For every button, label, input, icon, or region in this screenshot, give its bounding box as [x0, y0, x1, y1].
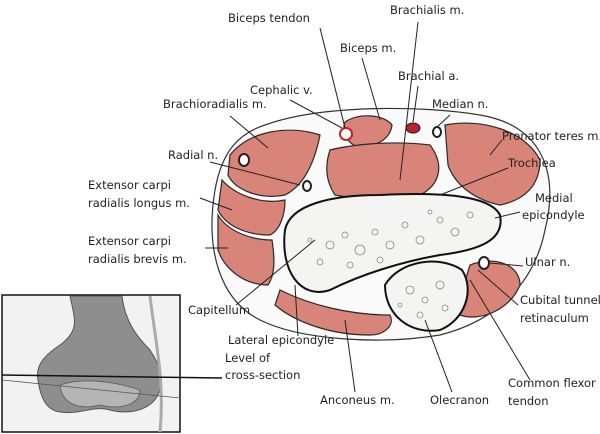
pronator-teres-muscle — [444, 122, 541, 206]
label-ecrl-line2: radialis longus m. — [88, 196, 190, 210]
brachialis-muscle — [326, 142, 440, 200]
label-ulnar-nerve: Ulnar n. — [525, 255, 570, 269]
label-brachioradialis: Brachioradialis m. — [163, 97, 267, 111]
label-lateral-epicondyle: Lateral epicondyle — [228, 333, 334, 347]
label-brachial-artery: Brachial a. — [398, 69, 459, 83]
olecranon-bone — [383, 260, 469, 332]
label-radial-nerve: Radial n. — [168, 148, 218, 162]
label-cubital-tunnel-line2: retinaculum — [520, 311, 589, 325]
label-ecrb-line1: Extensor carpi — [88, 234, 171, 248]
median-nerve — [432, 126, 442, 138]
label-trochlea: Trochlea — [507, 156, 556, 170]
flexor-carpi-ulnaris-muscle — [459, 260, 521, 318]
ulnar-nerve — [478, 256, 490, 270]
inset-distal-humerus — [1, 294, 223, 433]
label-ecrl-line1: Extensor carpi — [88, 178, 171, 192]
label-anconeus: Anconeus m. — [320, 393, 395, 407]
label-cephalic-vein: Cephalic v. — [250, 83, 313, 97]
label-ecrb-line2: radialis brevis m. — [88, 252, 187, 266]
radial-nerve — [302, 180, 312, 192]
label-biceps-tendon: Biceps tendon — [228, 11, 310, 25]
label-median-nerve: Median n. — [432, 97, 488, 111]
humerus-distal — [283, 193, 502, 293]
brachioradialis-muscle — [227, 129, 321, 197]
label-level-line2: cross-section — [225, 368, 300, 382]
brachial-artery — [405, 122, 421, 134]
label-level-line1: Level of — [225, 351, 271, 365]
label-medial-epicondyle-line1: Medial — [535, 191, 573, 205]
label-common-flexor-line1: Common flexor — [508, 376, 596, 390]
olecranon-trabecular — [397, 280, 449, 319]
label-olecranon: Olecranon — [430, 393, 489, 407]
label-biceps: Biceps m. — [340, 41, 396, 55]
cephalic-vein — [339, 127, 353, 141]
trabecular-bone — [307, 209, 474, 269]
anconeus-muscle — [274, 289, 392, 336]
cephalic-vein-lateral — [238, 153, 250, 167]
label-cubital-tunnel-line1: Cubital tunnel — [520, 293, 600, 307]
label-common-flexor-line2: tendon — [508, 394, 549, 408]
ecrl-muscle — [217, 178, 286, 236]
label-medial-epicondyle-line2: epicondyle — [522, 208, 585, 222]
label-brachialis: Brachialis m. — [390, 3, 464, 17]
label-capitellum: Capitellum — [188, 303, 250, 317]
ecrb-muscle — [217, 212, 275, 286]
level-line — [1, 374, 223, 379]
leader-lines — [199, 21, 531, 393]
label-pronator-teres: Pronator teres m. — [502, 129, 600, 143]
